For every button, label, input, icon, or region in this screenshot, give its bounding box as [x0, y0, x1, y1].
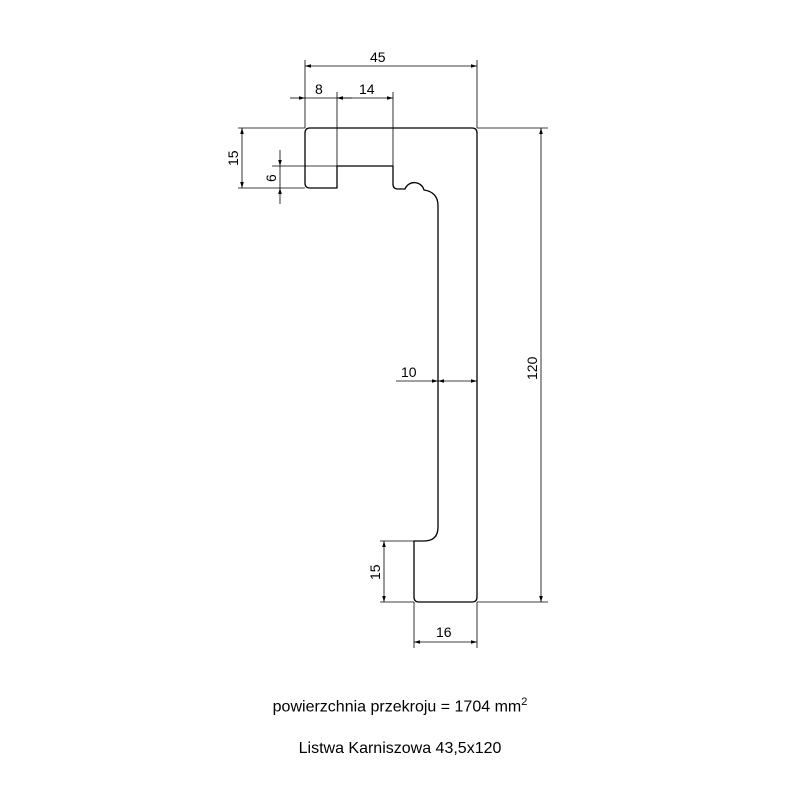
dimension-slot-offset: 8	[290, 81, 352, 100]
dimension-total-height: 120	[524, 128, 543, 602]
dimension-total-width: 45	[305, 49, 477, 68]
svg-text:16: 16	[436, 624, 452, 640]
profile-outline	[304, 127, 478, 603]
cross-section-area-label: powierzchnia przekroju = 1704 mm	[272, 698, 522, 716]
svg-text:6: 6	[263, 174, 279, 182]
cross-section-area: powierzchnia przekroju = 1704 mm2	[0, 696, 800, 716]
extension-lines	[238, 60, 548, 648]
area-unit-exponent: 2	[521, 696, 528, 708]
dimension-slot-depth: 6	[263, 150, 282, 204]
svg-text:15: 15	[225, 150, 241, 166]
dimension-bottom-lip-height: 15	[367, 541, 386, 602]
svg-text:120: 120	[524, 356, 540, 380]
dimension-slot-width: 14	[337, 81, 393, 100]
svg-text:10: 10	[401, 364, 417, 380]
svg-text:14: 14	[359, 81, 375, 97]
svg-text:15: 15	[367, 564, 383, 580]
dimension-top-height: 15	[225, 128, 244, 188]
dimension-web-thickness: 10	[396, 364, 477, 383]
svg-text:8: 8	[315, 81, 323, 97]
product-name: Listwa Karniszowa 43,5x120	[298, 740, 502, 757]
dimension-bottom-width: 16	[414, 624, 477, 644]
svg-text:45: 45	[370, 49, 386, 65]
